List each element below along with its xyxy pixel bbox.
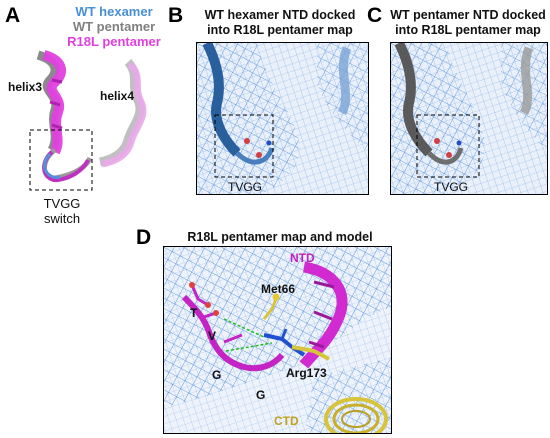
panel-a-legend: WT hexamer WT pentamer R18L pentamer [44,4,184,49]
panel-d-density [164,247,391,433]
panel-c-density [391,43,547,194]
residue-v-label: V [208,329,217,343]
panel-d-letter: D [136,226,152,249]
panel-b-title-line2: into R18L pentamer map [207,23,353,37]
panel-c-letter: C [367,4,383,27]
panel-b-density [197,43,368,194]
panel-b-letter: B [168,4,184,27]
panel-b-title: WT hexamer NTD docked into R18L pentamer… [190,8,370,38]
legend-r18l-pentamer: R18L pentamer [67,34,161,49]
residue-g2-label: G [256,388,266,402]
panel-a-letter: A [5,4,21,27]
panel-c-title: WT pentamer NTD docked into R18L pentame… [386,8,550,38]
panel-d-title: R18L pentamer map and model [187,230,373,244]
panel-d-image [163,246,392,434]
tvgg-switch-label: TVGG switch [30,196,94,226]
switch-label: switch [43,211,81,226]
met66-label: Met66 [261,282,296,296]
panel-c-image [390,42,548,195]
legend-wt-hexamer: WT hexamer [75,4,153,19]
panel-a-ribbon [29,50,147,191]
panel-b-title-line1: WT hexamer NTD docked [204,8,356,22]
residue-g1-label: G [212,368,222,382]
ctd-label: CTD [274,414,299,428]
helix4-label: helix4 [100,89,135,103]
panel-b-image [196,42,369,195]
panel-c-title-line1: WT pentamer NTD docked [390,8,546,22]
legend-wt-pentamer: WT pentamer [72,19,156,34]
panel-c-title-line2: into R18L pentamer map [395,23,541,37]
tvgg-label: TVGG [43,196,81,211]
helix3-label: helix3 [8,80,43,94]
residue-t-label: T [190,306,198,320]
ntd-label: NTD [290,251,315,265]
panel-b-caption: TVGG [227,180,262,194]
arg173-label: Arg173 [286,366,327,380]
panel-c-caption: TVGG [433,180,468,194]
